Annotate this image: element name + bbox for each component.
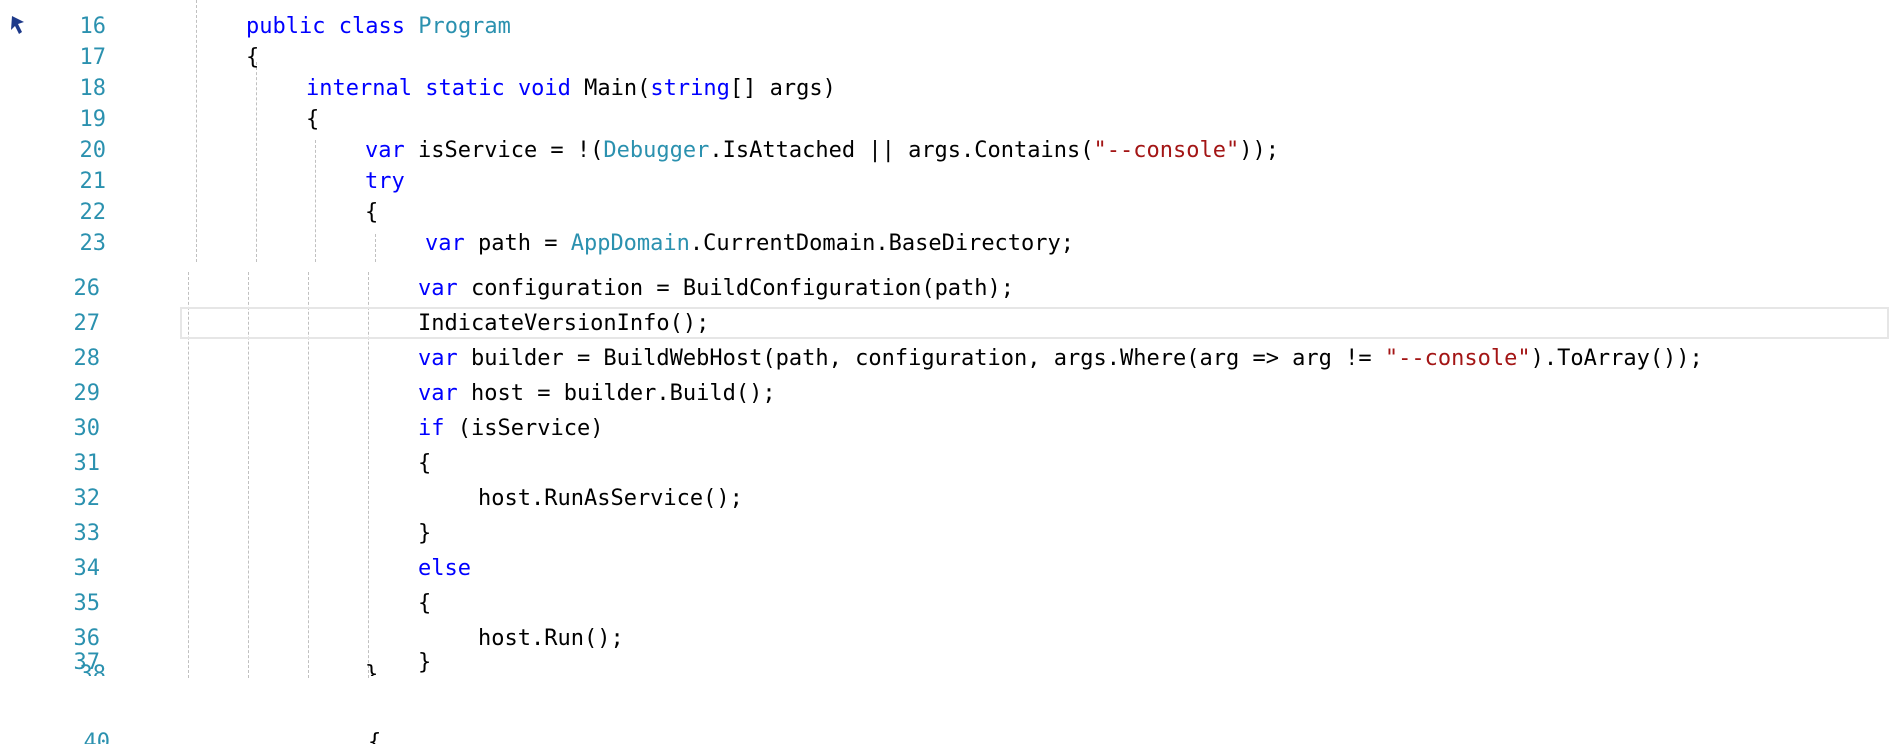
- code-line[interactable]: try: [365, 169, 405, 194]
- code-line[interactable]: internal static void Main(string[] args): [306, 76, 836, 101]
- line-number: 31: [73, 451, 101, 476]
- line-number: 30: [73, 416, 101, 441]
- code-token: public: [246, 14, 339, 39]
- code-token: configuration = BuildConfiguration(path)…: [470, 276, 1015, 301]
- code-token: {: [246, 45, 260, 70]
- code-token: host.Run();: [478, 626, 624, 651]
- current-line-highlight: [180, 307, 1889, 339]
- code-line[interactable]: host.RunAsService();: [478, 486, 743, 511]
- code-token: {: [306, 107, 320, 132]
- line-number-partial: 40: [83, 730, 111, 744]
- code-line[interactable]: IndicateVersionInfo();: [418, 311, 709, 336]
- line-number: 26: [73, 276, 101, 301]
- code-token: path =: [477, 231, 571, 256]
- code-line[interactable]: var isService = !(Debugger.IsAttached ||…: [365, 138, 1279, 163]
- code-token: .IsAttached || args.Contains(: [709, 138, 1094, 163]
- code-token: host = builder.Build();: [470, 381, 776, 406]
- line-number: 22: [79, 200, 107, 225]
- code-token: .CurrentDomain.BaseDirectory;: [689, 231, 1075, 256]
- line-number: 21: [79, 169, 107, 194]
- code-line[interactable]: else: [418, 556, 471, 581]
- code-line[interactable]: {: [246, 45, 259, 70]
- line-number: 36: [73, 626, 101, 651]
- line-number: 34: [73, 556, 101, 581]
- indent-guide: [368, 272, 369, 678]
- code-token: var: [365, 138, 418, 163]
- code-token: ).ToArray());: [1530, 346, 1703, 371]
- line-number: 33: [73, 521, 101, 546]
- code-token: else: [418, 556, 471, 581]
- code-token: var: [418, 381, 471, 406]
- code-line[interactable]: if (isService): [418, 416, 603, 441]
- code-line[interactable]: }: [418, 521, 431, 546]
- code-token: {: [418, 591, 432, 616]
- line-number: 16: [79, 14, 107, 39]
- code-token: Debugger: [603, 138, 710, 163]
- code-token: if: [418, 416, 458, 441]
- indent-guide: [315, 140, 316, 262]
- code-token: }: [418, 650, 432, 675]
- line-number: 18: [79, 76, 107, 101]
- code-line[interactable]: {: [418, 591, 431, 616]
- line-number: 19: [79, 107, 107, 132]
- code-line[interactable]: var builder = BuildWebHost(path, configu…: [418, 346, 1703, 371]
- code-token: {: [365, 200, 379, 225]
- line-number: 23: [79, 231, 107, 256]
- code-token: "--console": [1384, 346, 1531, 371]
- code-fragment-partial: {: [368, 730, 382, 744]
- code-token: AppDomain: [570, 231, 690, 256]
- code-line[interactable]: public class Program: [246, 14, 511, 39]
- code-line[interactable]: {: [418, 451, 431, 476]
- code-fragment-partial: }: [365, 662, 379, 676]
- code-token: Main(: [584, 76, 651, 101]
- code-token: (isService): [457, 416, 604, 441]
- code-token: IndicateVersionInfo();: [418, 311, 710, 336]
- code-line[interactable]: var host = builder.Build();: [418, 381, 776, 406]
- line-number: 37: [73, 650, 101, 675]
- line-number: 27: [73, 311, 101, 336]
- code-line[interactable]: {: [365, 200, 378, 225]
- code-token: string: [650, 76, 730, 101]
- code-token: class: [338, 14, 419, 39]
- code-token: static: [425, 76, 518, 101]
- line-number: 17: [79, 45, 107, 70]
- code-token: builder = BuildWebHost(path, configurati…: [470, 346, 1385, 371]
- indent-guide: [248, 272, 249, 678]
- line-number: 28: [73, 346, 101, 371]
- indent-guide: [308, 272, 309, 678]
- line-number: 35: [73, 591, 101, 616]
- code-token: [] args): [729, 76, 836, 101]
- code-token: internal: [306, 76, 426, 101]
- code-line[interactable]: var path = AppDomain.CurrentDomain.BaseD…: [425, 231, 1074, 256]
- code-token: var: [418, 276, 471, 301]
- code-token: try: [365, 169, 405, 194]
- code-line[interactable]: host.Run();: [478, 626, 624, 651]
- indent-guide: [256, 62, 257, 262]
- line-number: 32: [73, 486, 101, 511]
- code-token: {: [418, 451, 432, 476]
- code-token: isService = !(: [417, 138, 604, 163]
- pin-icon[interactable]: [8, 14, 28, 36]
- code-token: }: [418, 521, 432, 546]
- code-token: host.RunAsService();: [478, 486, 743, 511]
- code-line[interactable]: }: [418, 650, 431, 675]
- code-token: void: [517, 76, 585, 101]
- indent-guide: [188, 272, 189, 678]
- code-token: Program: [418, 14, 511, 39]
- code-line[interactable]: var configuration = BuildConfiguration(p…: [418, 276, 1014, 301]
- code-token: var: [418, 346, 471, 371]
- indent-guide: [375, 234, 376, 262]
- code-token: ));: [1239, 138, 1279, 163]
- indent-guide: [196, 0, 197, 262]
- line-number-partial: 38: [79, 662, 107, 676]
- code-line[interactable]: {: [306, 107, 319, 132]
- line-number: 29: [73, 381, 101, 406]
- code-token: "--console": [1093, 138, 1240, 163]
- code-token: var: [425, 231, 478, 256]
- line-number: 20: [79, 138, 107, 163]
